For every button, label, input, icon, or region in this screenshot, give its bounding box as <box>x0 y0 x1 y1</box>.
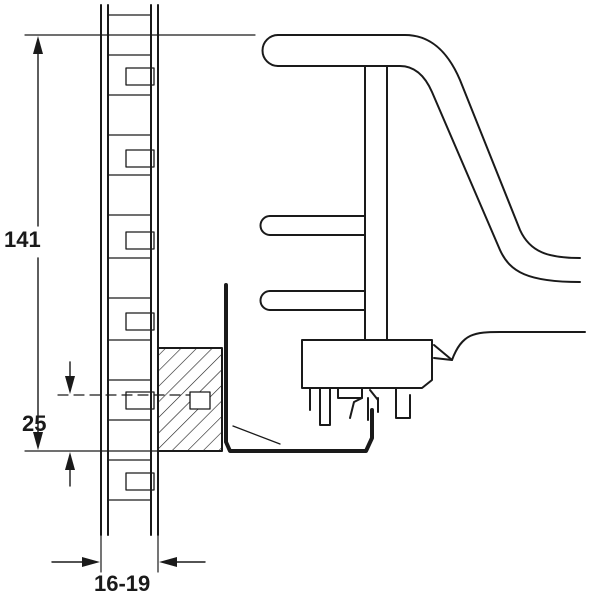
arrow-16-19-right <box>159 557 177 567</box>
dimension-label-25: 25 <box>22 411 47 436</box>
extension-lines <box>24 34 256 573</box>
runner-housing <box>301 339 433 426</box>
arrow-141-top <box>33 36 43 54</box>
rail-tabs <box>125 67 155 491</box>
rail-rungs <box>107 14 152 501</box>
dimension-arrows <box>33 36 177 567</box>
bracket <box>224 283 374 453</box>
arrow-25-top <box>65 376 75 394</box>
arrow-16-19-left <box>82 557 100 567</box>
arrow-25-bottom <box>65 452 75 470</box>
dimension-label-16-19: 16-19 <box>94 571 151 596</box>
arrow-141-bottom <box>33 432 43 450</box>
basket-wire-frame <box>259 34 586 361</box>
dimension-label-141: 141 <box>4 227 41 252</box>
mounting-block <box>157 347 223 452</box>
